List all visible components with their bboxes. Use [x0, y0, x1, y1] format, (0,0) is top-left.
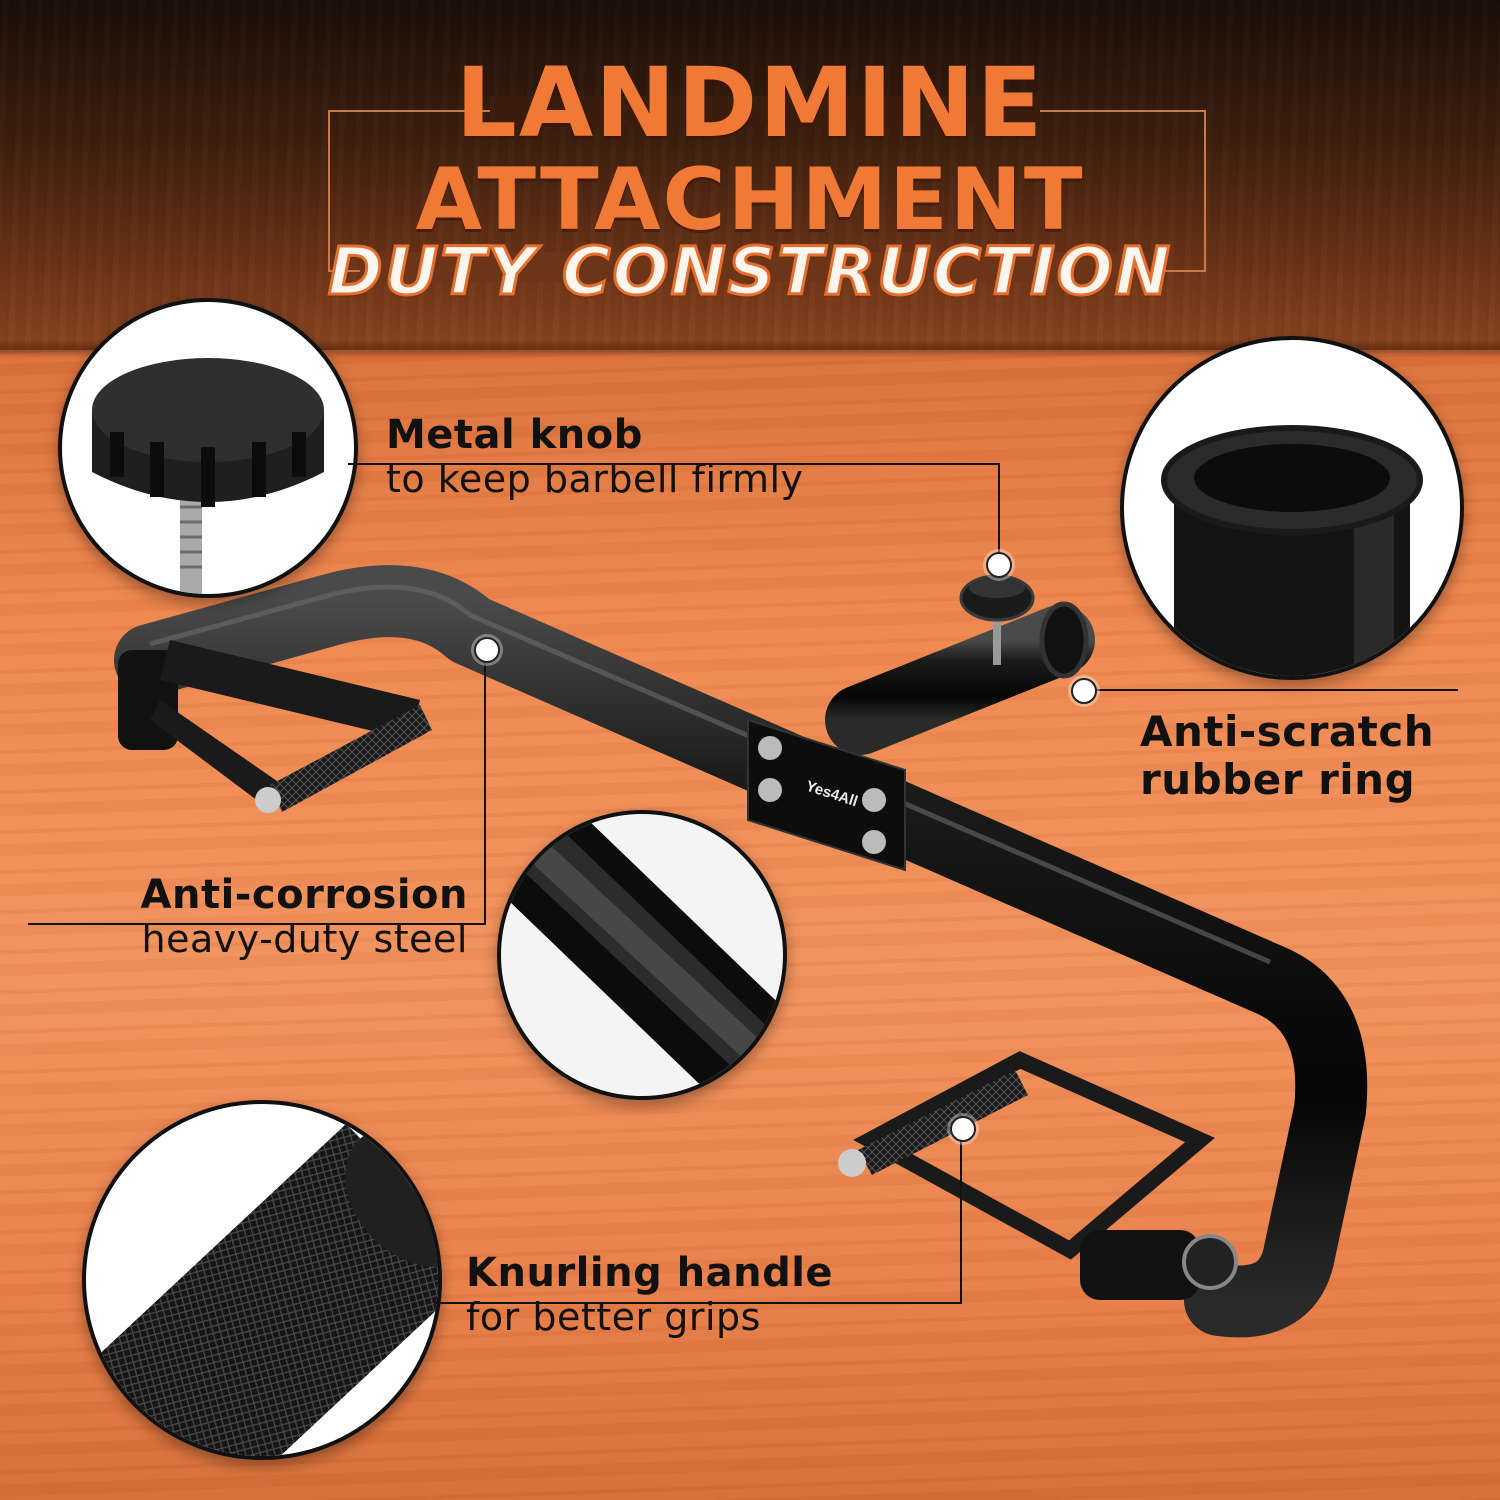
callout-line-steel — [28, 923, 486, 925]
callout-dot-knob — [986, 552, 1012, 578]
callout-line-knob — [348, 463, 1000, 465]
feature-knob-label: Metal knob to keep barbell firmly — [386, 412, 804, 502]
rubber-ring-closeup-icon — [1161, 425, 1423, 676]
right-knurled-grip — [858, 1070, 1028, 1175]
callout-line-grip-rise — [960, 1138, 962, 1304]
callout-dot-steel — [474, 637, 500, 663]
left-knurled-grip — [270, 705, 432, 812]
feature-knob-desc: to keep barbell firmly — [386, 457, 804, 501]
title-frame-gap-top — [490, 96, 1040, 126]
main-bar — [114, 565, 1368, 1338]
knob-closeup-circle — [58, 298, 358, 598]
title-line-3: DUTY CONSTRUCTION — [326, 232, 1173, 312]
dark-wood-grain — [0, 0, 1500, 350]
sleeve-tube — [825, 605, 1095, 755]
callout-dot-grip — [950, 1116, 976, 1142]
steel-tube-closeup-circle — [497, 810, 787, 1100]
table-edge-shadow — [0, 340, 1500, 358]
knob-closeup-icon — [92, 358, 324, 594]
callout-dot-ring — [1071, 678, 1097, 704]
steel-tube-closeup-icon — [501, 814, 783, 1096]
callout-line-steel-rise — [484, 650, 486, 925]
feature-steel-title: Anti-corrosion — [140, 872, 468, 918]
knurled-grip-closeup-icon — [86, 1124, 438, 1456]
knurled-grip-closeup-circle — [82, 1100, 442, 1460]
callout-line-knob-drop — [998, 463, 1000, 563]
center-plate — [747, 718, 906, 872]
feature-ring-label: Anti-scratch rubber ring — [1140, 707, 1435, 805]
title-line-1: LANDMINE — [455, 47, 1045, 159]
feature-steel-desc: heavy-duty steel — [141, 917, 468, 961]
callout-line-grip — [434, 1302, 962, 1304]
feature-steel-label: Anti-corrosion heavy-duty steel — [28, 872, 468, 962]
feature-grip-desc: for better grips — [466, 1295, 761, 1339]
feature-grip-label: Knurling handle for better grips — [466, 1250, 833, 1340]
dark-wood-background — [0, 0, 1500, 350]
title-frame-gap-bottom — [360, 252, 1160, 282]
feature-ring-desc: rubber ring — [1140, 755, 1416, 805]
feature-knob-title: Metal knob — [386, 412, 643, 458]
callout-line-ring — [1084, 689, 1458, 691]
rubber-ring — [1039, 601, 1089, 679]
rubber-ring-closeup-circle — [1120, 336, 1464, 680]
title-line-2: ATTACHMENT — [415, 150, 1085, 250]
feature-grip-title: Knurling handle — [466, 1250, 834, 1296]
feature-ring-title: Anti-scratch — [1140, 707, 1435, 756]
